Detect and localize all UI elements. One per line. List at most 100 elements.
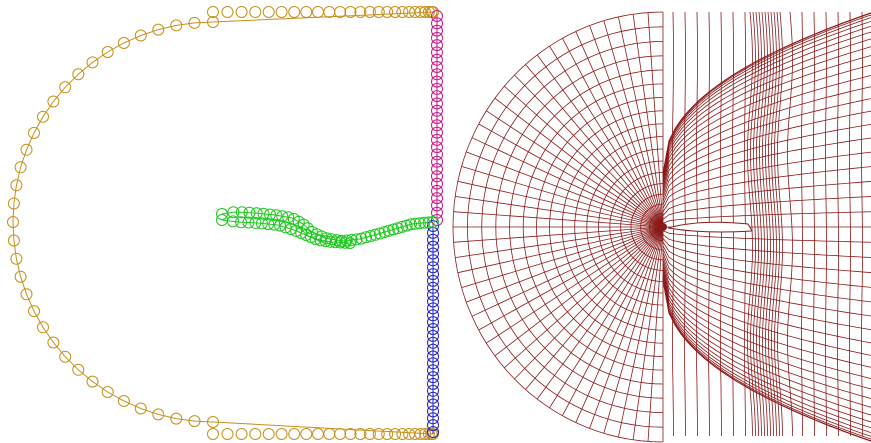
mesh-horizontal-line (662, 259, 871, 356)
mesh-horizontal-line (662, 278, 871, 434)
outlet-lower-point (427, 288, 439, 301)
mesh-horizontal-line (662, 123, 871, 202)
wake-cut-point (350, 233, 363, 246)
top-edge-point (344, 6, 357, 18)
mesh-horizontal-line (662, 280, 871, 440)
top-edge-point (249, 6, 262, 18)
mesh-horizontal-line (662, 20, 871, 176)
wake-cut-point (364, 230, 377, 242)
mesh-vertical-line (813, 11, 815, 436)
arc-point (134, 402, 147, 415)
outlet-upper-point (431, 104, 443, 117)
mesh-arc-line (561, 123, 664, 331)
arc-point (28, 126, 40, 139)
mesh-horizontal-line (662, 181, 871, 216)
wake-cut-point (404, 218, 417, 231)
outlet-upper-point (431, 184, 443, 197)
wake-cut-point (422, 216, 435, 229)
mesh-horizontal-line (662, 272, 871, 408)
wake-cut-point (396, 220, 409, 233)
mesh-horizontal-line (662, 279, 871, 437)
mesh-radial-line (471, 226, 664, 317)
arc-point (72, 363, 85, 376)
outlet-lower-point (427, 309, 439, 322)
top-edge-point (235, 6, 248, 18)
wake-cut-point (270, 209, 283, 222)
wake-cut-point (301, 222, 314, 235)
mesh-radial-line (525, 226, 664, 390)
outlet-lower-point (427, 240, 439, 253)
outlet-lower-point (427, 220, 439, 232)
mesh-vertical-line (750, 11, 756, 437)
mesh-horizontal-line (662, 14, 871, 174)
mesh-radial-line (514, 74, 664, 228)
mesh-horizontal-line (662, 98, 871, 195)
mesh-horizontal-line (662, 46, 871, 182)
outlet-upper-point (431, 24, 443, 37)
mesh-horizontal-line (662, 31, 871, 179)
outlet-upper-point (431, 126, 443, 139)
arc-point (152, 408, 165, 421)
bottom-edge-point (363, 428, 376, 440)
wake-cut-point (235, 216, 248, 229)
mesh-radial-line (589, 25, 664, 228)
mesh-horizontal-line (662, 211, 871, 224)
mesh-radial-line (486, 226, 664, 344)
bottom-edge-point (221, 428, 234, 440)
outlet-upper-point (431, 10, 443, 22)
wake-cut-point (243, 206, 256, 219)
mesh-radial-line (603, 226, 664, 434)
arc-point (10, 252, 23, 265)
outlet-lower-point (427, 412, 439, 425)
wake-cut-point (418, 216, 431, 229)
wake-cut-line-lower (221, 219, 351, 244)
arc-point (7, 197, 20, 210)
top-edge-point (221, 6, 234, 18)
top-edge-point (409, 6, 422, 18)
mesh-horizontal-line (662, 17, 871, 175)
mesh-horizontal-line (662, 264, 871, 379)
leading-edge-point (659, 223, 667, 231)
arc-point (37, 110, 49, 123)
wake-cut-point (334, 236, 347, 249)
wake-cut-point (227, 206, 240, 219)
mesh-arc-line (495, 55, 664, 399)
mesh-horizontal-line (662, 238, 871, 273)
mesh-radial-line (457, 180, 664, 228)
mesh-vertical-line (756, 11, 762, 437)
top-edge-point (354, 6, 367, 18)
mesh-arc-line (640, 203, 663, 251)
mesh-horizontal-line (662, 241, 871, 288)
top-edge-point (422, 6, 435, 18)
mesh-vertical-line (771, 11, 777, 437)
mesh-vertical-line (777, 11, 783, 437)
wake-cut-point (262, 218, 275, 230)
mesh-radial-line (461, 226, 664, 288)
wake-cut-point (345, 233, 358, 246)
outlet-lower-point (427, 398, 439, 411)
outlet-lower-point (427, 261, 439, 274)
outlet-upper-point (431, 112, 443, 124)
outlet-lower-point (427, 384, 439, 397)
mesh-radial-line (455, 196, 664, 228)
outlet-upper-point (431, 148, 443, 161)
wake-cut-point (369, 228, 382, 241)
mesh-horizontal-line (662, 75, 871, 190)
mesh-radial-line (457, 226, 664, 274)
mesh-horizontal-line (662, 267, 871, 390)
arc-point (47, 336, 60, 349)
wake-cut-point (268, 218, 281, 231)
arc-point (152, 23, 165, 36)
mesh-vertical-line (753, 11, 759, 437)
mesh-vertical-line (861, 11, 863, 436)
wake-cut-point (276, 210, 289, 223)
bottom-edge-point (419, 428, 432, 440)
top-edge-point (427, 6, 439, 18)
wake-cut-point (290, 224, 303, 237)
mesh-arc-line (620, 183, 664, 271)
outlet-lower-point (427, 281, 439, 294)
outlet-lower-point (427, 419, 439, 432)
wake-cut-point (242, 216, 255, 229)
wake-cut-point (355, 232, 368, 245)
mesh-horizontal-line (662, 245, 871, 303)
